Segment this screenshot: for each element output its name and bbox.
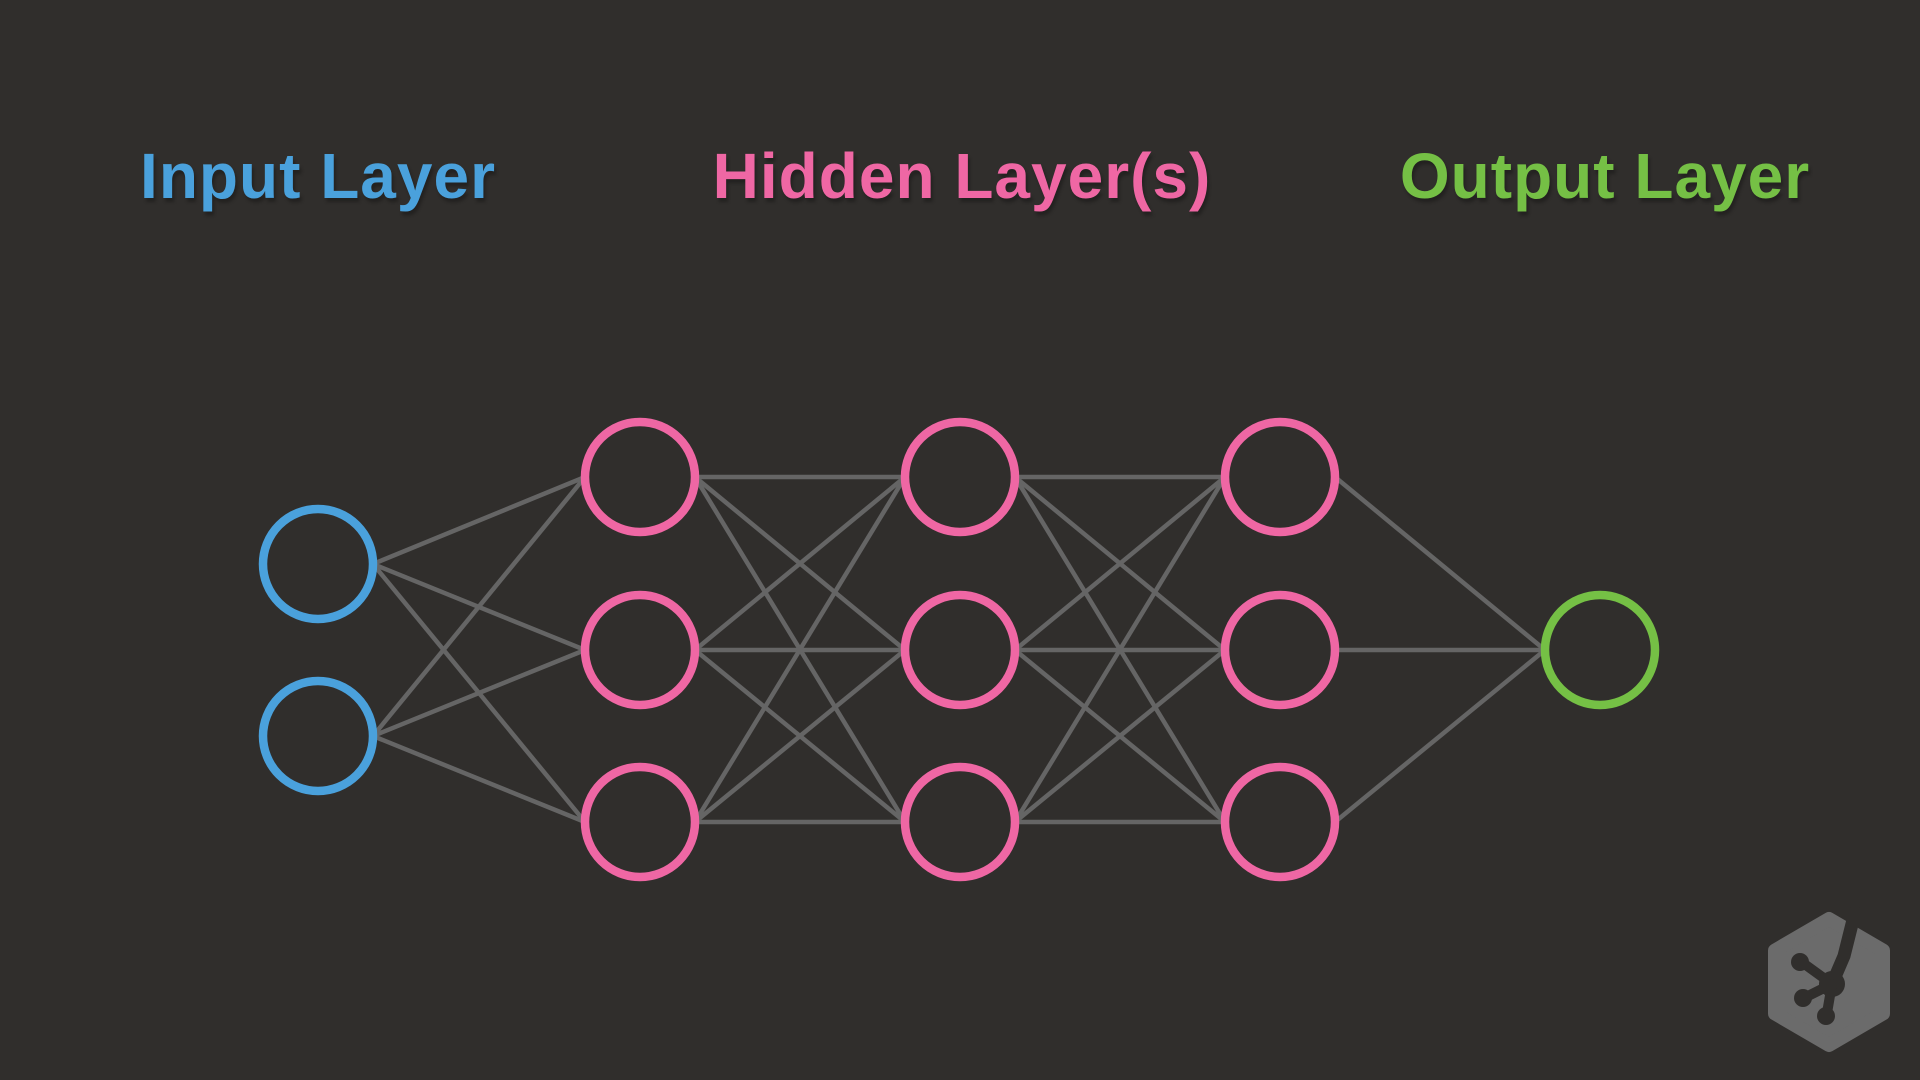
edge-input-to-hidden-1 <box>372 474 586 567</box>
hidden-layer-label: Hidden Layer(s) <box>712 140 1212 212</box>
edge-hidden-2-to-hidden-3 <box>1013 475 1227 652</box>
edge-hidden-3-to-output <box>1333 475 1547 652</box>
edge-hidden-1-to-hidden-2 <box>693 648 907 824</box>
node-input-1 <box>258 504 378 624</box>
node-hidden-3-3 <box>1220 762 1340 882</box>
edge-input-to-hidden-1 <box>371 475 587 738</box>
edge-hidden-1-to-hidden-2 <box>693 475 907 652</box>
edge-hidden-3-to-output <box>1333 648 1547 824</box>
foot-toe-left-tip <box>1794 989 1812 1007</box>
foot-toe-upper-left <box>1798 958 1837 989</box>
edge-input-to-hidden-1 <box>372 647 586 739</box>
logo-frog-foot-cutout <box>1791 905 1862 1025</box>
node-hidden-2-3 <box>900 762 1020 882</box>
treehouse-logo-icon <box>1768 905 1890 1052</box>
foot-long-toe <box>1825 905 1862 991</box>
node-input-2 <box>258 676 378 796</box>
foot-toe-bottom-tip <box>1817 1007 1835 1025</box>
edge-hidden-2-to-hidden-3 <box>1013 648 1227 824</box>
node-hidden-3-2 <box>1220 590 1340 710</box>
edge-hidden-1-to-hidden-2 <box>693 475 907 824</box>
node-output-1 <box>1540 590 1660 710</box>
node-hidden-2-1 <box>900 417 1020 537</box>
input-layer-label: Input Layer <box>140 140 496 212</box>
network-nodes <box>258 417 1660 882</box>
node-hidden-2-2 <box>900 590 1020 710</box>
node-hidden-3-1 <box>1220 417 1340 537</box>
output-layer-label: Output Layer <box>1399 140 1811 212</box>
edge-hidden-2-to-hidden-3 <box>1013 475 1227 824</box>
foot-toe-upper-left-tip <box>1791 953 1809 971</box>
edge-lines <box>371 474 1547 825</box>
node-hidden-1-2 <box>580 590 700 710</box>
node-hidden-1-3 <box>580 762 700 882</box>
edge-input-to-hidden-1 <box>372 733 586 825</box>
node-hidden-1-1 <box>580 417 700 537</box>
